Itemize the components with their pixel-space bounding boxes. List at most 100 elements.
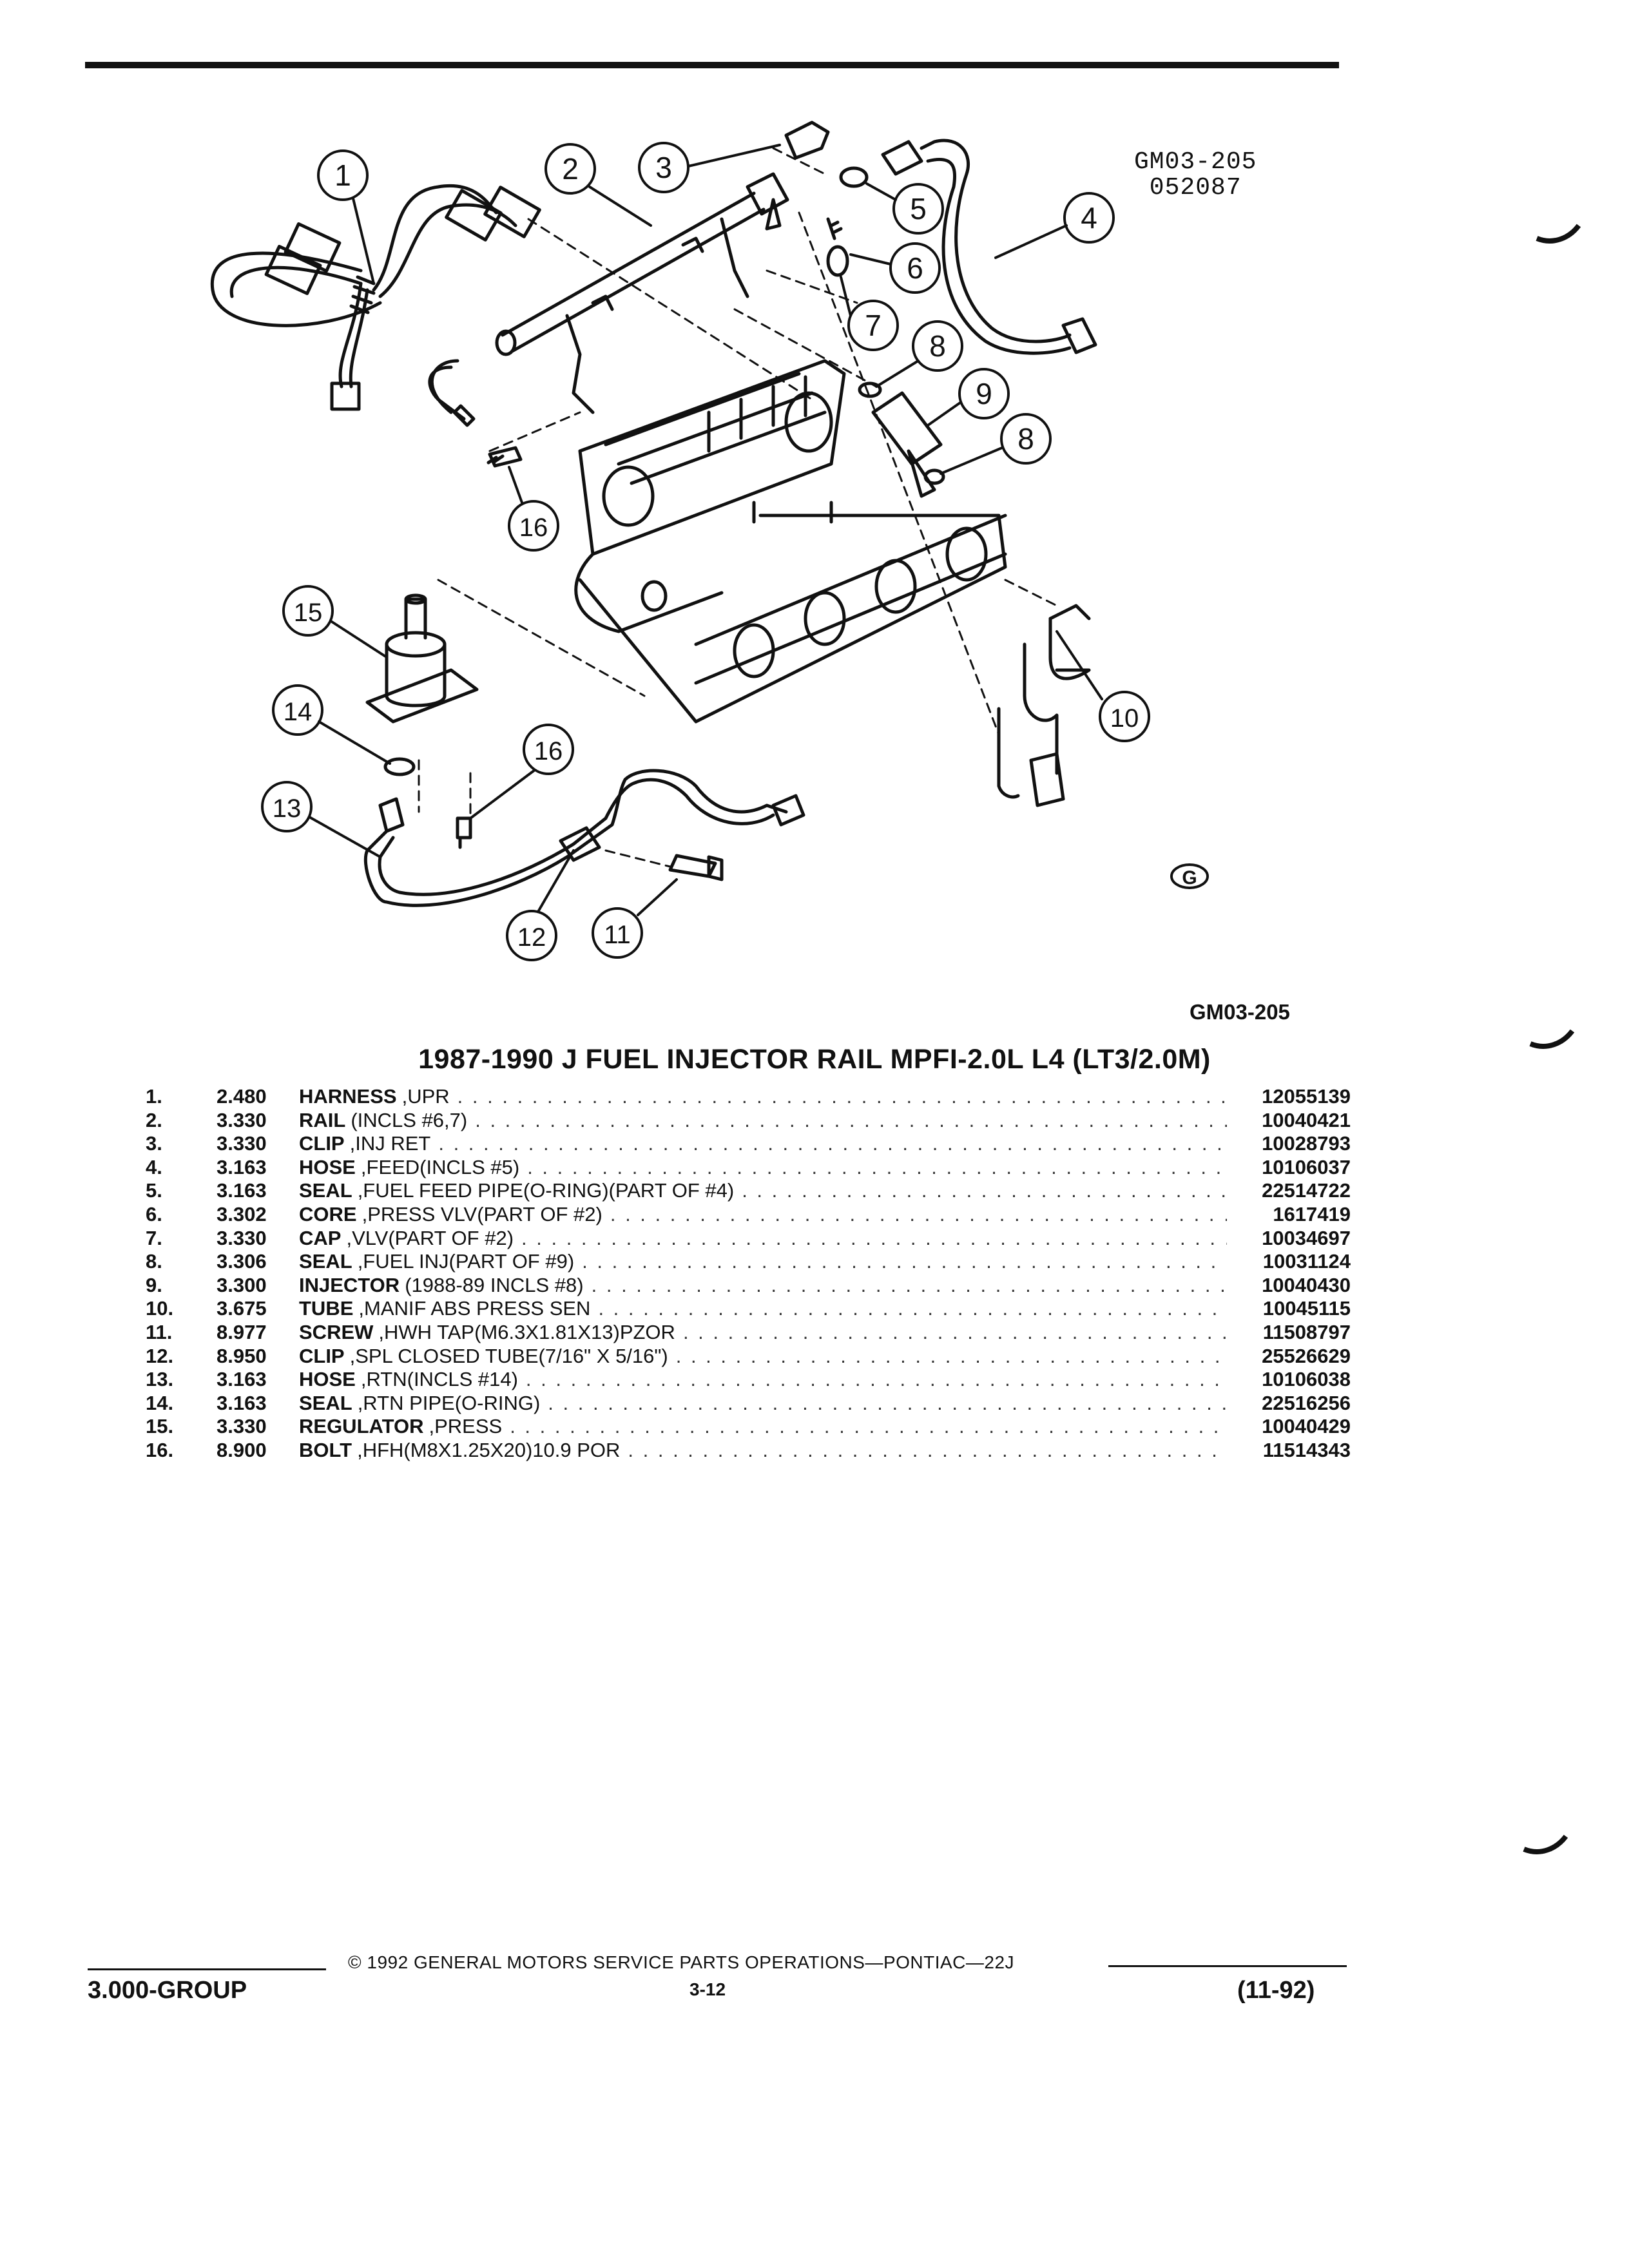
return-hose-drawing (363, 769, 805, 907)
dot-leader (438, 1132, 1227, 1155)
part-name: CAP (299, 1226, 342, 1249)
callout-12: 12 (517, 923, 546, 952)
part-item-number: 12. (146, 1344, 174, 1367)
part-number: 10040430 (1262, 1273, 1351, 1296)
map-tube-drawing (997, 604, 1091, 807)
dot-leader (742, 1179, 1227, 1202)
part-description: (1988-89 INCLS #8) (405, 1273, 584, 1296)
part-description: ,RTN(INCLS #14) (360, 1368, 518, 1391)
part-group-code: 3.330 (217, 1108, 267, 1131)
callout-3: 3 (655, 151, 672, 184)
part-description: (INCLS #6,7) (351, 1108, 468, 1131)
part-number: 22514722 (1262, 1179, 1351, 1202)
part-description: ,INJ RET (349, 1132, 431, 1155)
footer-rule-left (88, 1968, 326, 1970)
part-item-number: 8. (146, 1250, 162, 1273)
gm-logo-letter: G (1182, 867, 1197, 889)
callout-8-upper: 8 (929, 329, 946, 363)
part-description: ,MANIF ABS PRESS SEN (358, 1297, 591, 1320)
part-description: ,FUEL INJ(PART OF #9) (357, 1250, 575, 1273)
part-item-number: 3. (146, 1132, 162, 1155)
part-number: 10028793 (1262, 1132, 1351, 1155)
part-item-number: 16. (146, 1438, 174, 1461)
callout-10: 10 (1110, 704, 1139, 733)
parts-list-title: 1987-1990 J FUEL INJECTOR RAIL MPFI-2.0L… (418, 1044, 1211, 1075)
fuel-rail-drawing (428, 172, 789, 427)
part-number: 12055139 (1262, 1085, 1351, 1108)
part-number: 10045115 (1262, 1297, 1351, 1320)
callout-7: 7 (865, 309, 882, 342)
part-item-number: 11. (146, 1320, 173, 1343)
binder-mark-1 (1536, 224, 1581, 244)
callout-9: 9 (976, 377, 992, 410)
part-name: BOLT (299, 1438, 352, 1461)
part-name: HOSE (299, 1368, 356, 1391)
part-description: ,SPL CLOSED TUBE(7/16" X 5/16") (349, 1344, 668, 1367)
part-item-number: 14. (146, 1391, 174, 1414)
part-number: 10031124 (1262, 1250, 1351, 1273)
callout-6: 6 (907, 251, 923, 285)
part-number: 11514343 (1262, 1438, 1351, 1461)
part-number: 10106037 (1262, 1155, 1351, 1178)
part-number: 10040421 (1262, 1108, 1351, 1131)
dot-leader (592, 1274, 1227, 1297)
part-description: ,PRESS VLV(PART OF #2) (361, 1202, 602, 1225)
part-group-code: 8.950 (217, 1344, 267, 1367)
part-number: 10106038 (1262, 1368, 1351, 1391)
part-group-code: 8.977 (217, 1320, 267, 1343)
part-group-code: 8.900 (217, 1438, 267, 1461)
part-description: ,RTN PIPE(O-RING) (357, 1391, 541, 1414)
part-group-code: 3.306 (217, 1250, 267, 1273)
callout-4: 4 (1081, 201, 1097, 235)
part-name: HOSE (299, 1155, 356, 1178)
dot-leader (510, 1415, 1227, 1438)
part-group-code: 3.163 (217, 1179, 267, 1202)
part-description: ,UPR (401, 1085, 450, 1108)
part-name: SCREW (299, 1320, 374, 1343)
dot-leader (475, 1109, 1227, 1132)
part-description: ,VLV(PART OF #2) (346, 1226, 514, 1249)
part-group-code: 2.480 (217, 1085, 267, 1108)
dot-leader (610, 1203, 1227, 1226)
part-number: 22516256 (1262, 1391, 1351, 1414)
dot-leader (458, 1085, 1227, 1108)
dot-leader (526, 1368, 1227, 1391)
part-name: SEAL (299, 1179, 352, 1202)
part-description: ,FEED(INCLS #5) (360, 1155, 520, 1178)
part-group-code: 3.302 (217, 1202, 267, 1225)
footer-group: 3.000-GROUP (88, 1977, 247, 2004)
parts-list: 1.2.480HARNESS,UPR120551392.3.330RAIL(IN… (146, 1085, 1351, 1463)
callout-16-upper: 16 (519, 514, 548, 542)
dot-leader (582, 1250, 1227, 1273)
part-name: CORE (299, 1202, 357, 1225)
top-rule (85, 62, 1339, 68)
callout-8-lower: 8 (1017, 422, 1034, 456)
dot-leader (683, 1321, 1227, 1344)
callout-14: 14 (284, 698, 313, 726)
part-item-number: 7. (146, 1226, 162, 1249)
part-group-code: 3.163 (217, 1155, 267, 1178)
callout-2: 2 (562, 152, 579, 186)
part-name: SEAL (299, 1391, 352, 1414)
harness-drawing (210, 184, 541, 411)
dot-leader (628, 1439, 1227, 1462)
part-description: ,HWH TAP(M6.3X1.81X13)PZOR (378, 1320, 675, 1343)
part-number: 10034697 (1262, 1226, 1351, 1249)
pressure-regulator-drawing (365, 593, 479, 724)
part-name: TUBE (299, 1297, 354, 1320)
stamp-line-2: 052087 (1149, 174, 1242, 202)
part-name: REGULATOR (299, 1415, 424, 1438)
callout-5: 5 (910, 192, 927, 226)
footer-copyright: © 1992 GENERAL MOTORS SERVICE PARTS OPER… (348, 1952, 1015, 1972)
part-item-number: 13. (146, 1368, 174, 1391)
footer-rule-right (1108, 1965, 1347, 1967)
stamp-line-1: GM03-205 (1134, 148, 1257, 176)
